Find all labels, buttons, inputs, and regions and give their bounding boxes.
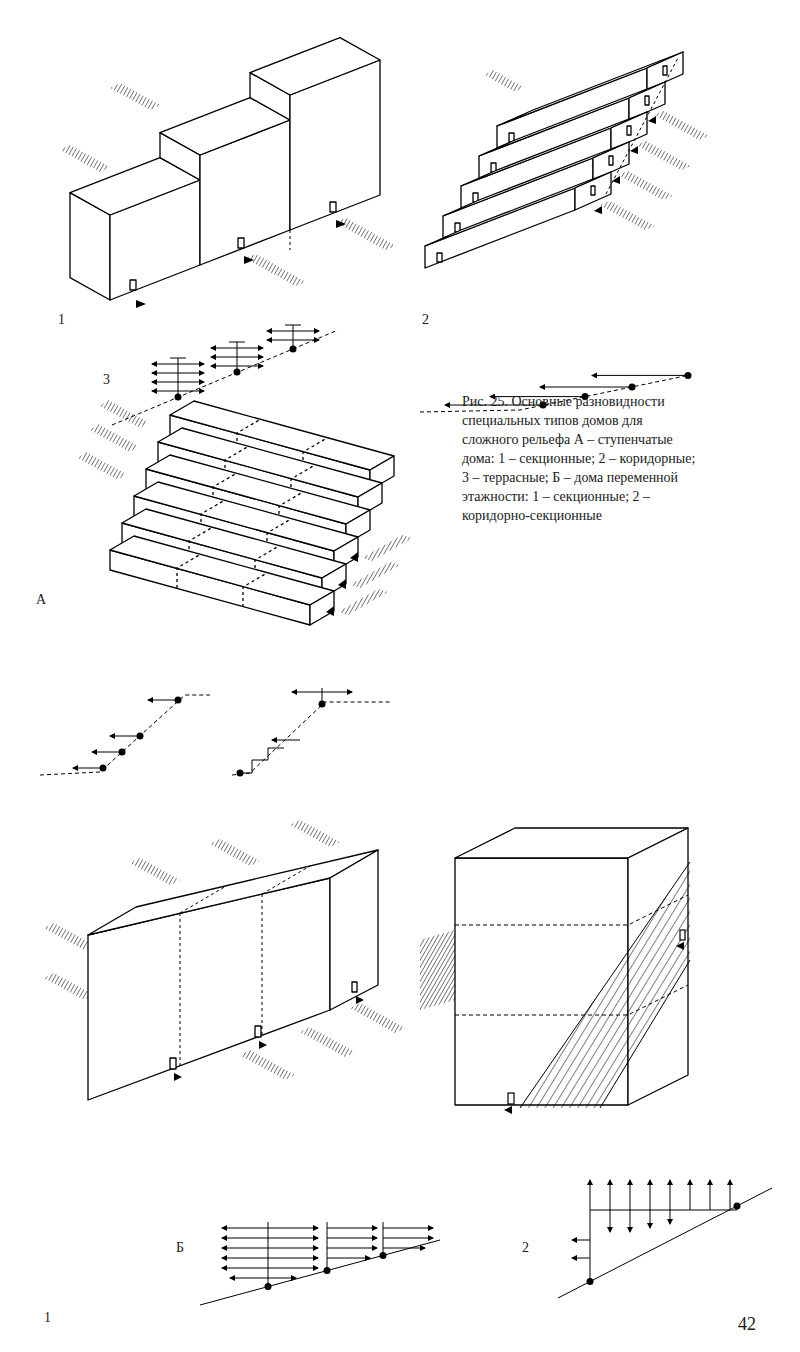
figure-number: 3 — [103, 372, 110, 388]
page-number: 42 — [738, 1314, 756, 1334]
figure-number: 2 — [422, 312, 429, 328]
group-letter: А — [36, 592, 46, 608]
section-b1 — [200, 1222, 440, 1305]
figure-number: 2 — [522, 1240, 529, 1256]
building-a3 — [78, 400, 412, 625]
building-a1 — [60, 38, 396, 308]
building-b1 — [44, 820, 405, 1100]
building-b2 — [420, 828, 690, 1114]
figure-number: 1 — [44, 1310, 51, 1326]
figure-number: 1 — [58, 312, 65, 328]
group-letter: Б — [176, 1240, 184, 1256]
section-b2 — [558, 1180, 772, 1298]
building-a2 — [425, 52, 709, 268]
figure-caption: Рис. 25. Основные разновидности специаль… — [462, 392, 700, 525]
section-a3 — [40, 688, 390, 777]
